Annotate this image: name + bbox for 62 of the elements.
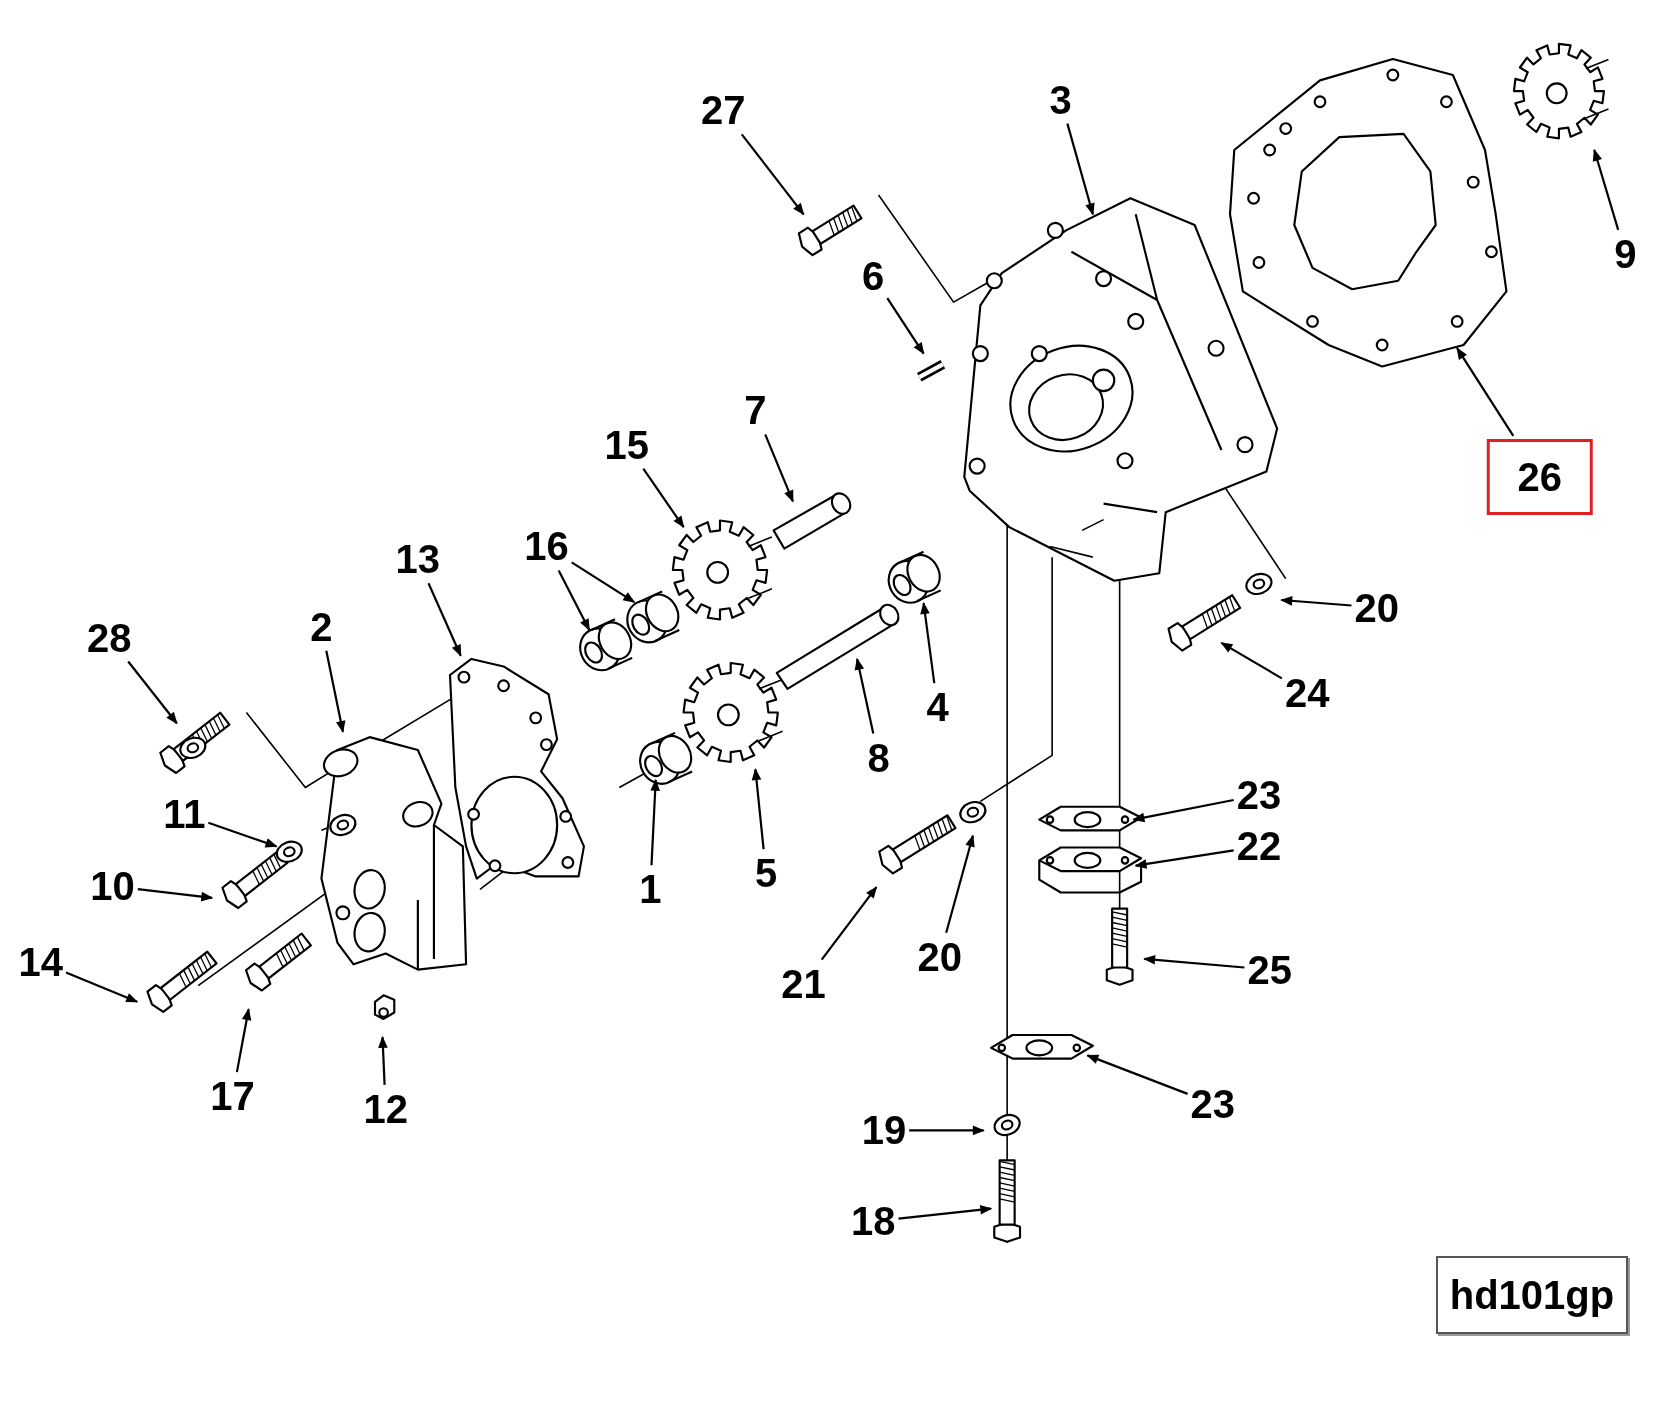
leader-line	[137, 888, 214, 902]
callout-number: 7	[744, 389, 767, 432]
leader-line	[235, 1008, 252, 1073]
leader-line	[642, 467, 685, 529]
leader-line	[1592, 148, 1620, 231]
leader-line	[764, 433, 794, 503]
leader-line	[898, 1205, 993, 1220]
leader-line	[127, 660, 178, 725]
leader-line	[751, 768, 765, 850]
callout-number: 16	[524, 525, 569, 568]
leader-line	[909, 1125, 985, 1136]
leader-line	[1143, 955, 1245, 969]
highlighted-callout-number: 26	[1486, 438, 1593, 515]
callout-number: 17	[210, 1075, 255, 1118]
leader-line	[1220, 641, 1283, 680]
leader-line	[1134, 849, 1234, 869]
callout-number: 2	[310, 605, 333, 648]
callout-number: 11	[163, 793, 206, 836]
callout-number: 6	[862, 255, 885, 298]
callout-number: 28	[87, 616, 132, 659]
leader-line	[427, 582, 462, 657]
callout-number: 13	[395, 538, 441, 581]
leader-line	[854, 657, 875, 734]
leader-line	[886, 297, 925, 355]
leader-line	[1066, 123, 1095, 216]
leader-line	[945, 834, 975, 934]
callout-number: 15	[604, 423, 650, 466]
leader-line	[1280, 596, 1352, 607]
callout-number: 20	[1354, 586, 1400, 629]
leader-line	[1086, 1054, 1188, 1095]
callout-number: 27	[700, 89, 746, 132]
callout-number: 3	[1049, 78, 1072, 121]
leader-line	[65, 971, 139, 1003]
callout-number: 20	[917, 935, 962, 978]
leader-line	[208, 821, 278, 848]
leader-line	[1456, 347, 1515, 437]
callout-number: 12	[363, 1087, 408, 1130]
callout-number: 5	[754, 852, 778, 895]
callout-number: 24	[1284, 672, 1330, 715]
callout-number: 23	[1236, 774, 1282, 816]
leader-line	[557, 569, 591, 632]
leader-line	[920, 602, 936, 684]
figure-code-label: hd101gp	[1435, 1255, 1629, 1334]
callout-number: 21	[781, 962, 826, 1005]
callout-number: 10	[90, 865, 135, 908]
leader-line	[571, 561, 636, 604]
callout-number: 19	[861, 1109, 907, 1152]
callout-number: 8	[867, 736, 890, 779]
callout-number: 18	[850, 1200, 896, 1243]
leader-line	[1132, 798, 1234, 823]
leader-line	[820, 886, 878, 961]
callout-number: 4	[926, 686, 949, 729]
callout-number: 1	[639, 868, 662, 911]
leader-line	[378, 1035, 388, 1085]
leader-line	[650, 778, 660, 866]
leader-line	[740, 133, 805, 216]
leader-line	[325, 650, 346, 733]
callout-number: 22	[1236, 825, 1282, 868]
callout-number: 14	[18, 941, 63, 984]
callout-number: 9	[1614, 232, 1637, 275]
callout-number: 23	[1190, 1082, 1236, 1125]
callout-number: 25	[1247, 948, 1292, 991]
